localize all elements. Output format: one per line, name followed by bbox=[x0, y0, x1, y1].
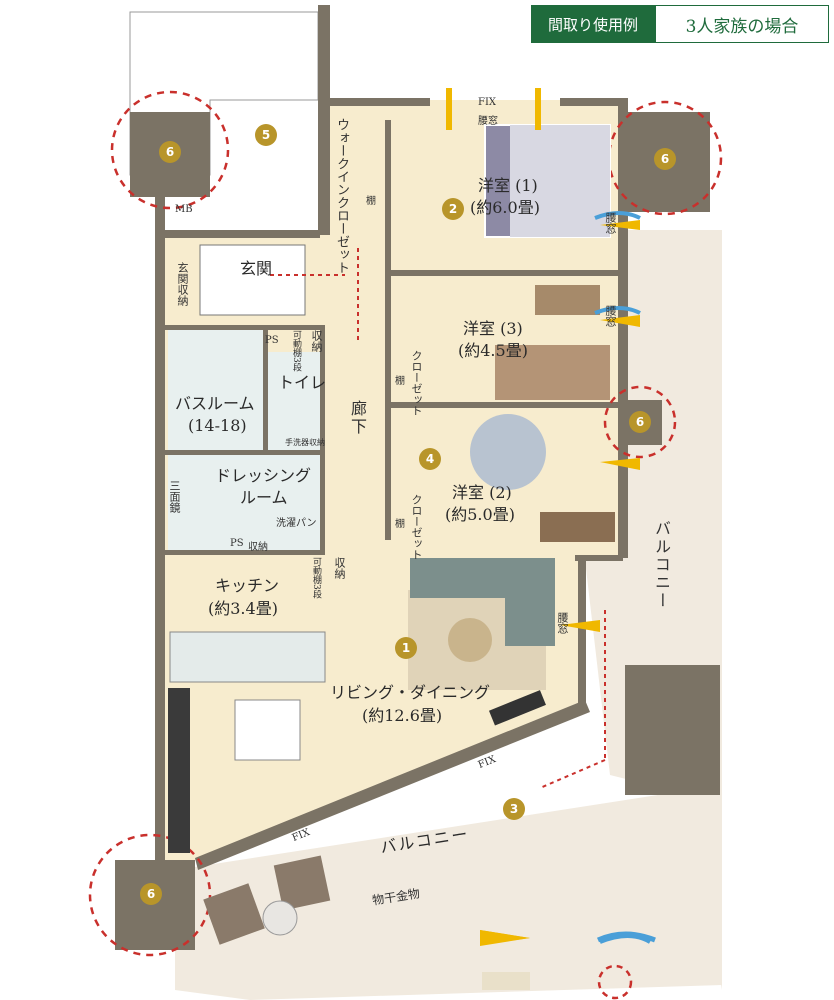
bed-cover bbox=[510, 125, 610, 237]
legend-sunlight-swatch bbox=[480, 930, 530, 946]
shelf-room2-label: 棚 bbox=[395, 519, 405, 530]
living-dining-size: (約12.6畳) bbox=[362, 706, 443, 725]
legend-circle-swatch bbox=[597, 964, 633, 1000]
bathroom-name: バスルーム bbox=[175, 394, 255, 413]
western-room-1-size: (約6.0畳) bbox=[470, 198, 540, 217]
western-room-1-name: 洋室 (1) bbox=[478, 176, 538, 195]
koshimado-room3-label: 腰窓 bbox=[604, 305, 617, 327]
toilet-storage-label: 手洗器収納 bbox=[285, 438, 325, 447]
dressing-room-name-1: ドレッシング bbox=[215, 466, 312, 485]
living-dining-name: リビング・ダイニング bbox=[330, 683, 491, 702]
legend-wind-swatch bbox=[596, 931, 656, 943]
movable-shelf-bath-label: 可動棚3段 bbox=[291, 330, 301, 372]
ps-label-1: PS bbox=[265, 335, 279, 346]
western-room-2-name: 洋室 (2) bbox=[452, 483, 512, 502]
walk-in-closet-label: ウォークインクローゼット bbox=[334, 118, 349, 274]
dressing-area bbox=[168, 452, 323, 552]
marker-6-bottom-left: 6 bbox=[140, 883, 162, 905]
walls bbox=[155, 5, 628, 870]
closet-room3-label: クローゼット bbox=[410, 350, 423, 416]
column-lower-right bbox=[625, 665, 720, 795]
western-room-3-name: 洋室 (3) bbox=[463, 319, 523, 338]
column-bottom-left bbox=[115, 860, 195, 950]
shelf-room3-label: 棚 bbox=[395, 376, 405, 387]
dressing-room-name-2: ルーム bbox=[240, 488, 288, 507]
tv-stand bbox=[488, 690, 546, 726]
flow-arrows bbox=[270, 248, 606, 789]
marker-6-mid-right: 6 bbox=[629, 411, 651, 433]
balcony-east-label: バルコニー bbox=[652, 520, 671, 610]
family-title: 3人家族の場合 bbox=[655, 5, 829, 43]
balcony-table bbox=[262, 900, 298, 936]
bathroom-area bbox=[168, 330, 268, 450]
storage-bath-label: 収納 bbox=[310, 330, 323, 352]
usage-example-badge: 間取り使用例 bbox=[531, 5, 655, 43]
movable-shelf-kitchen-label: 可動棚3段 bbox=[311, 557, 321, 599]
toilet-label: トイレ bbox=[278, 373, 327, 392]
shelf-wic-label: 棚 bbox=[366, 196, 376, 207]
marker-5: 5 bbox=[255, 124, 277, 146]
bathroom-size: (14-18) bbox=[188, 416, 247, 435]
storage-kitchen-label: 収納 bbox=[333, 557, 346, 579]
koshimado-living-label: 腰窓 bbox=[556, 612, 569, 634]
kitchen-counter bbox=[169, 631, 326, 683]
balcony-east-floor bbox=[585, 230, 722, 990]
ps-label-2: PS bbox=[230, 538, 244, 549]
rug-room2 bbox=[470, 414, 546, 490]
sofa bbox=[410, 558, 555, 598]
dining-table bbox=[234, 699, 301, 761]
genkan-label: 玄関 bbox=[240, 259, 273, 278]
balcony-south-floor bbox=[175, 790, 722, 1000]
kitchen-name: キッチン bbox=[215, 576, 280, 595]
marker-6-top-left: 6 bbox=[159, 141, 181, 163]
fix-top-label: FIX bbox=[478, 97, 497, 108]
corridor-label: 廊下 bbox=[348, 400, 367, 436]
mirror-label: 三面鏡 bbox=[168, 480, 181, 513]
closet-room2-label: クローゼット bbox=[410, 494, 423, 560]
mb-label: MB bbox=[175, 204, 193, 215]
western-room-2-size: (約5.0畳) bbox=[445, 505, 515, 524]
marker-1: 1 bbox=[395, 637, 417, 659]
balcony-chair-2 bbox=[273, 855, 331, 911]
bed-room3 bbox=[495, 345, 610, 400]
toilet-area bbox=[268, 352, 323, 452]
desk-room3 bbox=[535, 285, 600, 315]
marker-3: 3 bbox=[503, 798, 525, 820]
koshimado-room1-label: 腰窓 bbox=[604, 212, 617, 234]
balcony-chair-1 bbox=[203, 883, 265, 945]
marker-2: 2 bbox=[442, 198, 464, 220]
western-room-3-size: (約4.5畳) bbox=[458, 341, 528, 360]
storage-dressing-label: 収納 bbox=[248, 542, 268, 553]
legend-floor-swatch bbox=[482, 972, 530, 990]
kitchen-size: (約3.4畳) bbox=[208, 599, 278, 618]
washer-pan-label: 洗濯パン bbox=[276, 518, 317, 529]
desk-room2 bbox=[540, 512, 615, 542]
marker-6-top-right: 6 bbox=[654, 148, 676, 170]
kitchen-back-storage bbox=[168, 688, 190, 853]
sofa-chaise bbox=[505, 598, 555, 646]
genkan-storage-label: 玄関収納 bbox=[176, 262, 189, 306]
coffee-table bbox=[448, 618, 492, 662]
koshimado-top-label: 腰窓 bbox=[478, 116, 498, 127]
genkan-area bbox=[199, 244, 306, 316]
marker-4: 4 bbox=[419, 448, 441, 470]
